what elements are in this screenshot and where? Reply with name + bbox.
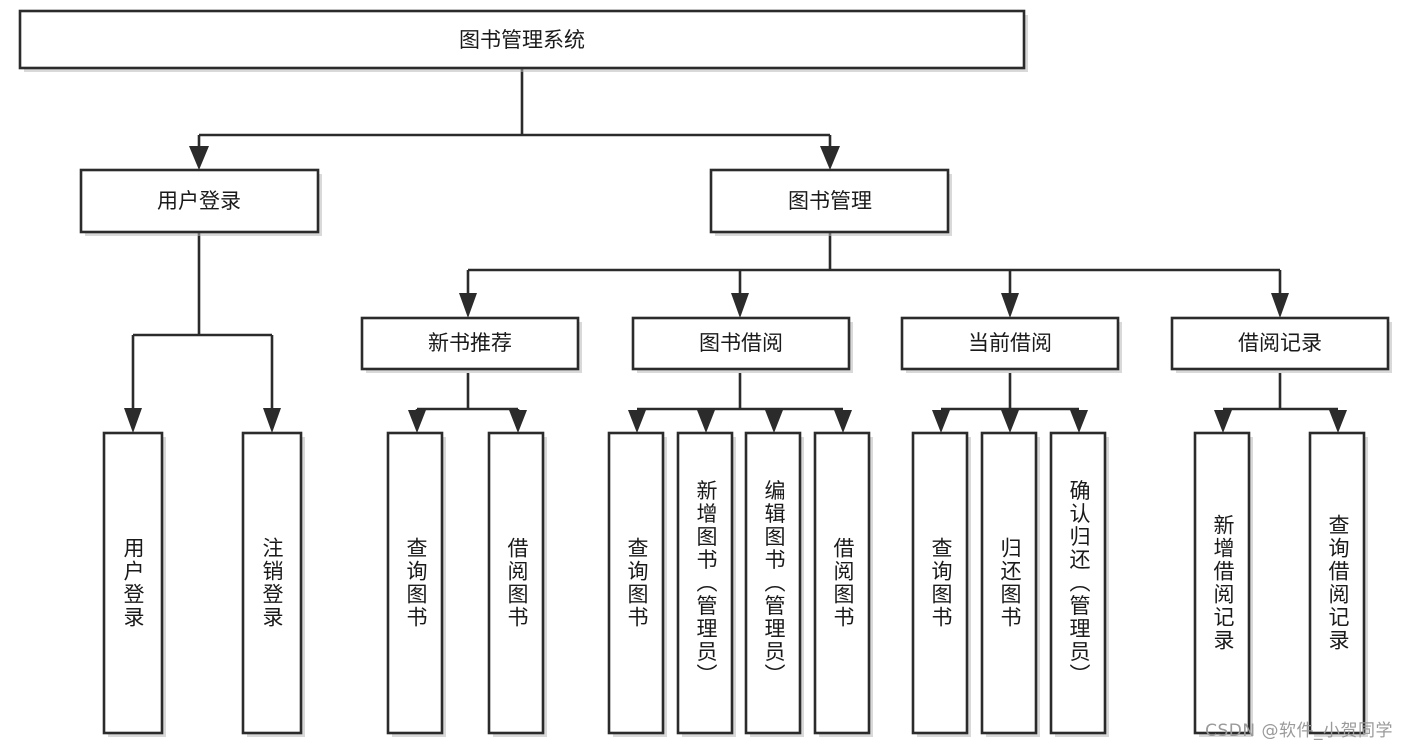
connector-group-current-borrow	[932, 373, 1088, 433]
connector-group-user-login	[124, 232, 281, 433]
arrow-head-new-book-recommend	[459, 293, 477, 318]
connector-group-new-book-recommend	[408, 373, 527, 433]
node-leaf-add-book-label: 新增图书（管理员）	[694, 480, 718, 687]
node-leaf-confirm-return[interactable]: 确认归还（管理员）	[1049, 431, 1109, 737]
arrow-head-leaf-query-book-3	[932, 410, 950, 433]
connector-group-book-manage	[459, 232, 1289, 318]
node-book-manage[interactable]: 图书管理	[709, 168, 952, 236]
node-leaf-user-login[interactable]: 用户登录	[102, 431, 166, 737]
node-leaf-query-book-1[interactable]: 查询图书	[386, 431, 446, 737]
node-leaf-query-book-1-label: 查询图书	[404, 537, 428, 629]
arrow-head-book-borrow	[731, 293, 749, 318]
node-leaf-query-record[interactable]: 查询借阅记录	[1308, 431, 1368, 737]
node-borrow-record[interactable]: 借阅记录	[1170, 316, 1392, 373]
node-leaf-query-record-label: 查询借阅记录	[1326, 514, 1350, 652]
node-leaf-edit-book[interactable]: 编辑图书（管理员）	[744, 431, 804, 737]
node-leaf-query-book-2-label: 查询图书	[625, 537, 649, 629]
connector-group-root	[189, 68, 840, 170]
arrow-head-leaf-query-book-1	[408, 410, 426, 433]
node-leaf-query-book-2[interactable]: 查询图书	[607, 431, 667, 737]
node-leaf-return-book[interactable]: 归还图书	[980, 431, 1040, 737]
arrow-head-leaf-add-record	[1214, 410, 1232, 433]
node-leaf-logout-login-label: 注销登录	[260, 537, 284, 629]
node-leaf-confirm-return-label: 确认归还（管理员）	[1067, 480, 1091, 687]
node-root[interactable]: 图书管理系统	[18, 9, 1028, 72]
node-current-borrow[interactable]: 当前借阅	[900, 316, 1122, 373]
node-leaf-query-book-3-label: 查询图书	[929, 537, 953, 629]
node-user-login-label: 用户登录	[157, 189, 241, 213]
arrow-head-leaf-query-book-2	[628, 410, 646, 433]
node-leaf-user-login-label: 用户登录	[121, 537, 145, 629]
node-leaf-query-book-3[interactable]: 查询图书	[911, 431, 971, 737]
node-root-label: 图书管理系统	[459, 28, 585, 52]
arrow-head-borrow-record	[1271, 293, 1289, 318]
node-leaf-borrow-book-1-label: 借阅图书	[505, 537, 529, 629]
csdn-watermark: CSDN @软件_小贺同学	[1205, 721, 1393, 741]
node-current-borrow-label: 当前借阅	[968, 331, 1052, 355]
node-leaf-borrow-book-2-label: 借阅图书	[831, 537, 855, 629]
connector-group-borrow-record	[1214, 373, 1347, 433]
arrow-head-leaf-return-book	[1001, 410, 1019, 433]
node-new-book-recommend-label: 新书推荐	[428, 331, 512, 355]
node-new-book-recommend[interactable]: 新书推荐	[360, 316, 582, 373]
node-leaf-logout-login[interactable]: 注销登录	[241, 431, 305, 737]
node-leaf-borrow-book-2[interactable]: 借阅图书	[813, 431, 873, 737]
arrow-head-leaf-borrow-book-1	[509, 410, 527, 433]
node-user-login[interactable]: 用户登录	[79, 168, 322, 236]
node-leaf-add-record-label: 新增借阅记录	[1211, 514, 1235, 652]
arrow-head-book-manage	[820, 146, 840, 170]
arrow-head-leaf-add-book	[697, 410, 715, 433]
node-book-borrow[interactable]: 图书借阅	[631, 316, 853, 373]
arrow-head-leaf-user-login	[124, 408, 142, 433]
arrow-head-current-borrow	[1001, 293, 1019, 318]
arrow-head-user-login	[189, 146, 209, 170]
node-book-borrow-label: 图书借阅	[699, 331, 783, 355]
arrow-head-leaf-query-record	[1329, 410, 1347, 433]
arrow-head-leaf-edit-book	[765, 410, 783, 433]
arrow-head-leaf-confirm-return	[1070, 410, 1088, 433]
node-leaf-return-book-label: 归还图书	[998, 537, 1022, 629]
arrow-head-leaf-borrow-book-2	[834, 410, 852, 433]
connector-group-book-borrow	[628, 373, 852, 433]
node-borrow-record-label: 借阅记录	[1238, 331, 1322, 355]
node-leaf-add-record[interactable]: 新增借阅记录	[1193, 431, 1253, 737]
node-leaf-borrow-book-1[interactable]: 借阅图书	[487, 431, 547, 737]
node-leaf-add-book[interactable]: 新增图书（管理员）	[676, 431, 736, 737]
node-book-manage-label: 图书管理	[788, 189, 872, 213]
node-leaf-edit-book-label: 编辑图书（管理员）	[762, 480, 786, 687]
arrow-head-leaf-logout-login	[263, 408, 281, 433]
